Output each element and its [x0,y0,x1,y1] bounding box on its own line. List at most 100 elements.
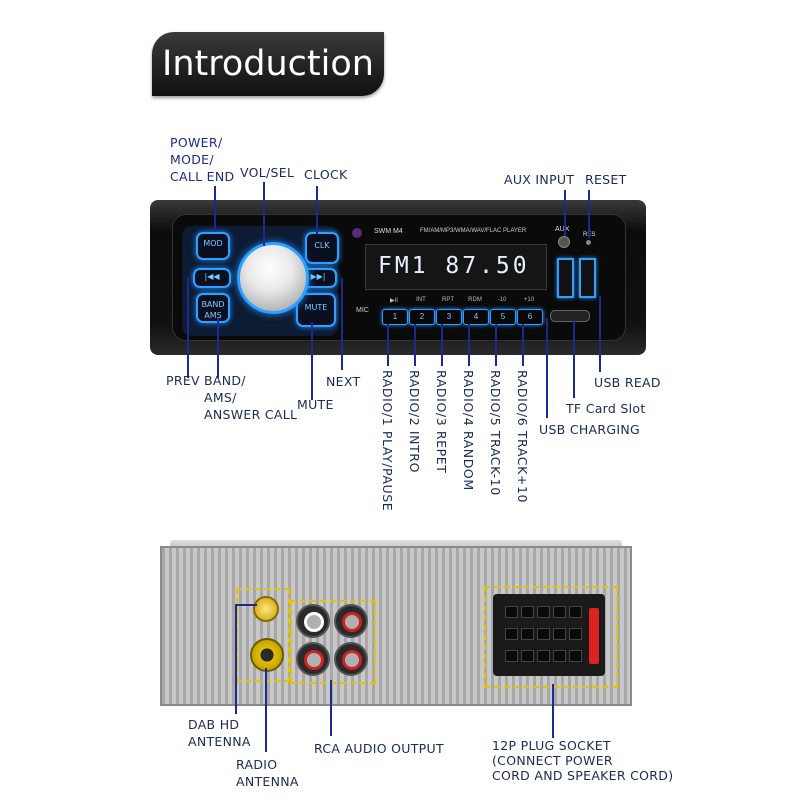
label-radio1: RADIO/1 PLAY/PAUSE [380,370,395,512]
leader-rca [330,680,332,736]
label-dab: DAB HD ANTENNA [188,716,251,750]
label-dab-line1: DAB HD [188,717,240,732]
leader-prev [187,278,189,378]
leader-vol [263,182,265,246]
aux-jack[interactable] [558,236,570,248]
socket-pin [505,606,518,618]
dab-connector [253,596,279,622]
band-button[interactable]: BAND AMS [196,293,230,323]
page-title: Introduction [162,44,374,84]
prev-button-label: |◀◀ [204,272,220,281]
leader-dab [235,604,237,714]
socket-pin [569,606,582,618]
num-button-6-top: +10 [523,297,535,303]
leader-usb-charging [546,318,548,418]
leader-next [341,278,343,370]
mod-button[interactable]: MOD [196,232,230,260]
label-tf-card: TF Card Slot [566,401,646,416]
usb-charging-port[interactable] [557,258,574,298]
aux-mark: AUX [555,226,570,233]
clk-button-label: CLK [314,241,330,250]
rca-jack-4-inner [342,650,362,670]
num-button-3[interactable]: 3 [436,309,462,325]
label-power: POWER/ MODE/ CALL END [170,134,234,185]
label-radio2: RADIO/2 INTRO [407,370,422,474]
leader-radio5 [495,324,497,366]
leader-radio2 [414,324,416,366]
label-radio-antenna-line2: ANTENNA [236,774,299,789]
label-usb-read: USB READ [594,375,661,390]
display-formats: FM/AM/MP3/WMA/WAV/FLAC PLAYER [420,228,527,234]
rca-jack-4 [334,642,368,676]
socket-pin [537,650,550,662]
antenna-zone [236,588,290,682]
label-plug-line1: 12P PLUG SOCKET [492,738,611,753]
label-plug-line3: CORD AND SPEAKER CORD) [492,768,674,783]
usb-read-port[interactable] [579,258,596,298]
prev-button[interactable]: |◀◀ [193,268,231,288]
label-rca: RCA AUDIO OUTPUT [314,741,444,756]
rca-zone [290,600,376,684]
label-next: NEXT [326,374,361,389]
label-radio4: RADIO/4 RANDOM [461,370,476,491]
leader-power [214,186,216,232]
socket-pin [537,606,550,618]
leader-plug [552,684,554,738]
clk-button[interactable]: CLK [305,232,339,264]
rca-jack-2-inner [342,612,362,632]
label-prev: PREV [166,373,200,388]
leader-clock [316,186,318,234]
socket-pin [553,606,566,618]
plug-zone [484,586,618,688]
label-radio6: RADIO/6 TRACK+10 [515,370,530,504]
num-button-2[interactable]: 2 [409,309,435,325]
socket-pin [505,650,518,662]
label-band-line2: AMS/ [204,390,237,405]
socket-pin [569,628,582,640]
socket-pin [553,650,566,662]
volume-knob[interactable] [237,242,309,314]
socket-pin [569,650,582,662]
mute-button[interactable]: MUTE [296,293,336,327]
rca-jack-1-inner [304,612,324,632]
label-power-line3: CALL END [170,169,235,184]
leader-radio4 [468,324,470,366]
num-button-2-top: INT [416,297,426,303]
lcd-display: FM1 87.50 [365,244,547,290]
socket-pin [521,628,534,640]
socket-pin [537,628,550,640]
socket-pin [505,628,518,640]
label-usb-charging: USB CHARGING [539,422,641,437]
tf-card-slot[interactable] [550,310,590,322]
label-power-line2: MODE/ [170,152,214,167]
num-button-6[interactable]: 6 [517,309,543,325]
socket-pin [521,650,534,662]
next-button-label: ▶▶| [310,272,326,281]
label-mute: MUTE [297,397,334,412]
label-power-line1: POWER/ [170,135,223,150]
socket-pin [521,606,534,618]
reset-hole[interactable] [586,240,591,245]
num-button-4[interactable]: 4 [463,309,489,325]
leader-reset [588,190,590,238]
label-dab-line2: ANTENNA [188,734,251,749]
lcd-reading: FM1 87.50 [378,253,530,279]
num-button-5[interactable]: 5 [490,309,516,325]
fuse [589,608,599,664]
label-radio3: RADIO/3 REPET [434,370,449,474]
leader-tf [573,320,575,398]
leader-radio6 [522,324,524,366]
label-radio-antenna: RADIO ANTENNA [236,756,299,790]
num-button-4-top: RDM [468,297,482,303]
rca-jack-3-inner [304,650,324,670]
leader-radio3 [441,324,443,366]
num-button-1[interactable]: 1 [382,309,408,325]
leader-usb-read [599,296,601,372]
mod-button-label: MOD [203,239,223,248]
radio-antenna-connector [250,638,284,672]
label-aux-input: AUX INPUT [504,172,575,187]
band-button-label: BAND AMS [201,300,225,320]
label-plug: 12P PLUG SOCKET (CONNECT POWER CORD AND … [492,738,673,783]
num-button-3-top: RPT [442,297,454,303]
label-band-line3: ANSWER CALL [204,407,298,422]
